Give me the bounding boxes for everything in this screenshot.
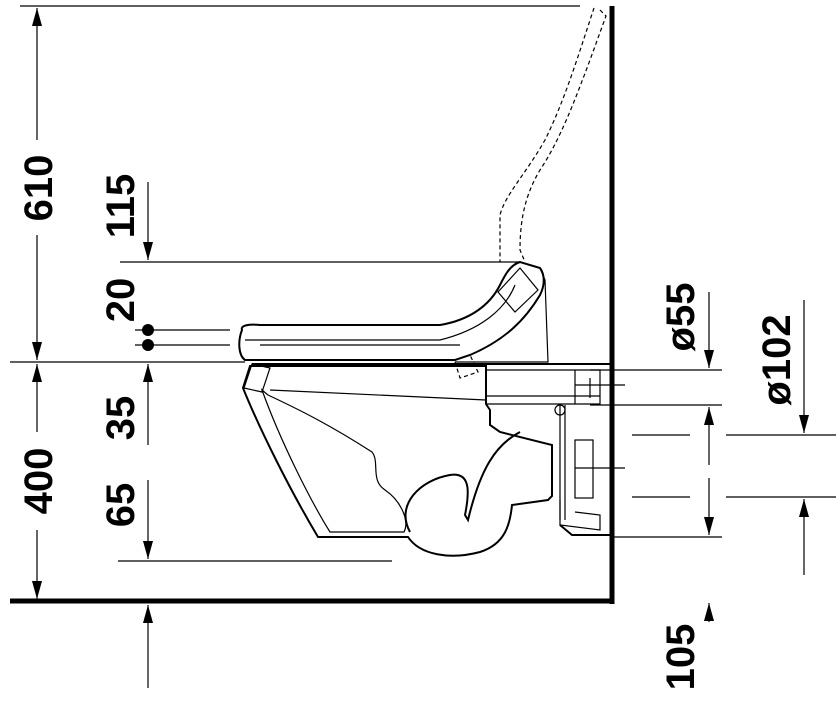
arrow-610-bottom	[32, 342, 42, 360]
bowl-inner-outline	[260, 388, 407, 533]
arrow-35	[143, 364, 153, 382]
bowl-rim-inner	[269, 389, 487, 401]
toilet-seat	[238, 7, 607, 379]
dimension-labels: 610 400 115 20 35 65 ø55 ø102 105	[17, 155, 799, 691]
dim-label-d55: ø55	[659, 283, 703, 352]
outlet-base	[559, 524, 612, 536]
arrow-102-top	[799, 415, 809, 433]
lid-open-hinge	[454, 354, 479, 379]
arrow-outlet-bottom	[704, 517, 714, 535]
dim-label-105: 105	[659, 624, 703, 691]
dim-label-115: 115	[99, 174, 143, 239]
dim-label-35: 35	[99, 396, 143, 441]
arrow-55	[704, 350, 714, 368]
lid-open-outline	[519, 9, 607, 263]
dim-label-d102: ø102	[755, 314, 799, 405]
trap-curve	[404, 431, 521, 533]
bowl-rim-front	[243, 363, 271, 393]
arrow-outlet-top	[704, 407, 714, 425]
dim-label-400: 400	[17, 448, 61, 515]
wall-and-floor	[10, 6, 615, 604]
arrow-115	[143, 242, 153, 260]
dot-marker-lower	[142, 339, 154, 351]
toilet-bowl	[241, 363, 625, 557]
arrow-610-top	[32, 8, 42, 26]
dim-label-610: 610	[17, 155, 61, 222]
arrow-105	[704, 603, 714, 621]
outlet-connector	[559, 500, 601, 531]
arrow-floor	[143, 605, 153, 623]
arrow-400-top	[32, 364, 42, 382]
seat-control-unit	[455, 261, 549, 363]
dimension-chain-left	[10, 5, 580, 599]
arrow-102-bottom	[799, 499, 809, 517]
dim-label-20: 20	[99, 278, 143, 323]
bowl-outer-outline	[241, 365, 553, 557]
outlet-pipe-section	[574, 439, 594, 499]
arrow-65	[143, 541, 153, 559]
arrow-400-bottom	[32, 581, 42, 599]
outlet-horn	[486, 369, 601, 405]
dot-marker-upper	[142, 324, 154, 336]
dimension-chain-right	[590, 292, 836, 622]
hinge-block	[497, 267, 539, 313]
dimension-chain-seat	[118, 182, 500, 688]
lid-open-inner	[499, 7, 595, 262]
seat-curve-inner	[439, 284, 516, 341]
dim-label-65: 65	[99, 483, 143, 528]
